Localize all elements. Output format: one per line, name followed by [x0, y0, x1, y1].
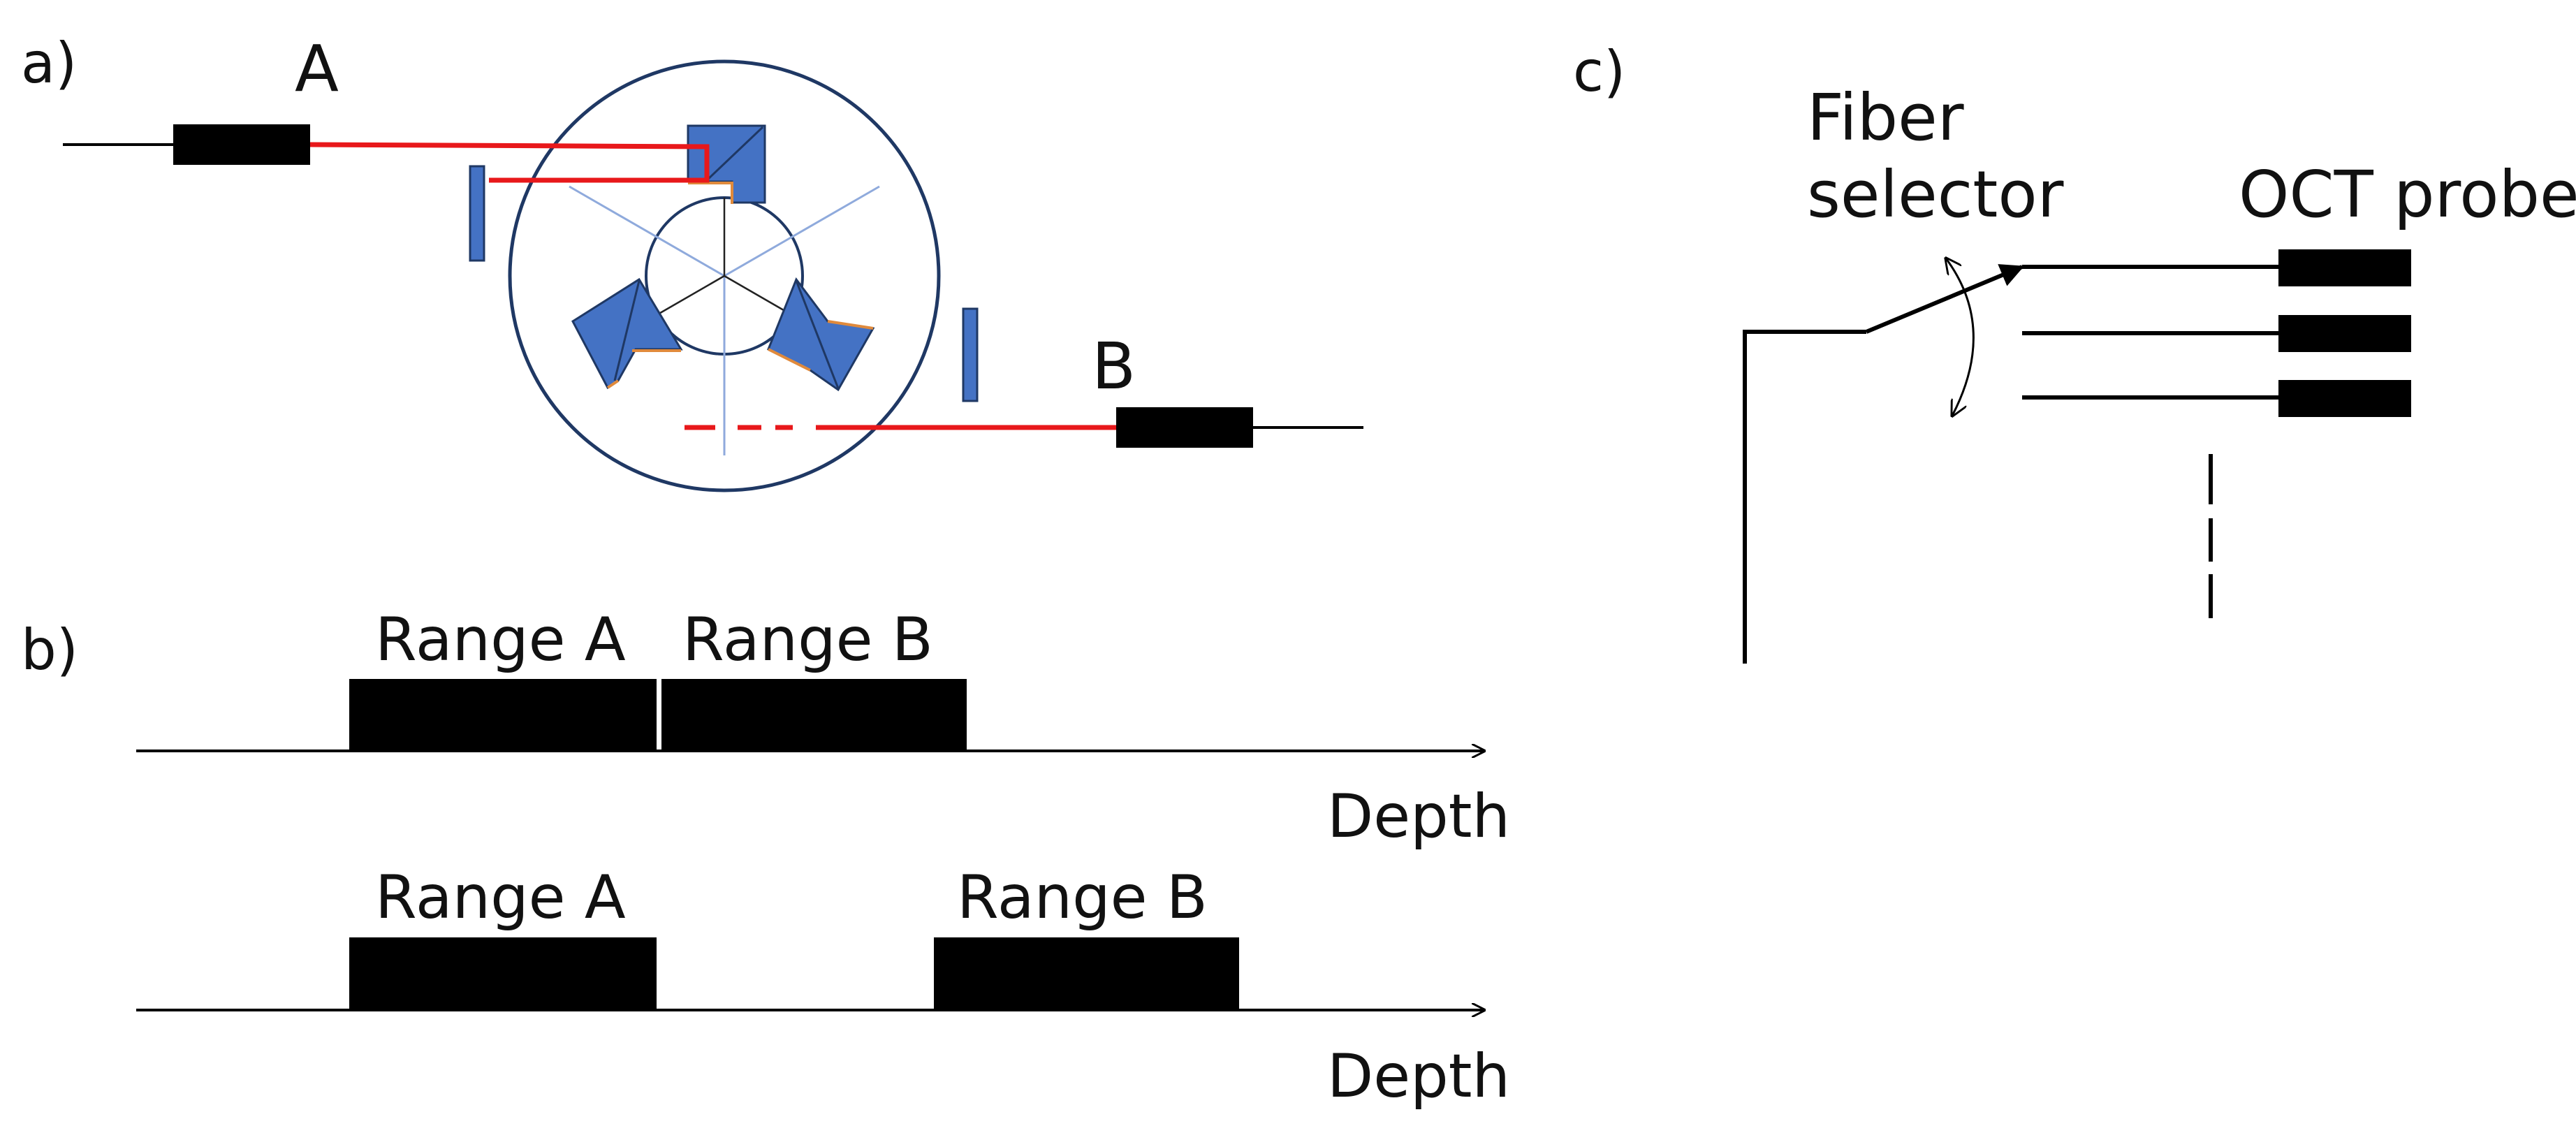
panel-c-label: c) — [1573, 39, 1625, 104]
oct-probe-1 — [2278, 249, 2411, 286]
range-a-block — [349, 679, 657, 750]
disk-inner-lines — [656, 198, 793, 316]
prism-top — [687, 124, 766, 204]
oct-probe-2 — [2278, 315, 2411, 352]
range-b-block — [934, 937, 1239, 1009]
range-diagram-2: Range A Range B Depth — [136, 863, 1510, 1111]
switch-arm — [1865, 264, 2025, 334]
panel-a-label: a) — [21, 31, 77, 96]
panel-c: c) Fiber selector OCT probe — [1573, 39, 2576, 664]
panel-a: a) A B — [21, 31, 1363, 492]
end-a-label: A — [295, 31, 339, 106]
fiber-selector-label-line1: Fiber — [1807, 80, 1964, 155]
mirror-right — [962, 307, 979, 402]
range-a-block — [349, 937, 657, 1009]
oct-probe-3 — [2278, 380, 2411, 417]
end-b-label: B — [1092, 329, 1136, 404]
depth-axis-label: Depth — [1327, 1041, 1510, 1111]
collimator-a — [173, 124, 310, 165]
fiber-selector-label-line2: selector — [1807, 157, 2064, 232]
panel-b-label: b) — [21, 617, 78, 682]
prism-left — [571, 277, 683, 390]
range-b-label: Range B — [682, 605, 933, 675]
range-a-label: Range A — [375, 863, 626, 933]
panel-b: b) Range A Range B Depth Range A Range B… — [21, 605, 1510, 1111]
prism-right — [767, 277, 875, 392]
rotation-arrow-icon — [1946, 258, 1975, 416]
rotating-disk — [508, 59, 941, 492]
range-a-label: Range A — [375, 605, 626, 675]
beam-a — [309, 142, 710, 183]
disk-spokes — [569, 185, 880, 455]
oct-probe-label: OCT probe — [2239, 157, 2576, 232]
collimator-b — [1116, 407, 1253, 448]
input-fiber — [1743, 330, 1866, 664]
range-diagram-1: Range A Range B Depth — [136, 605, 1510, 851]
depth-axis-label: Depth — [1327, 782, 1510, 851]
range-b-block — [661, 679, 967, 750]
mirror-left — [469, 165, 485, 262]
range-b-label: Range B — [957, 863, 1208, 933]
